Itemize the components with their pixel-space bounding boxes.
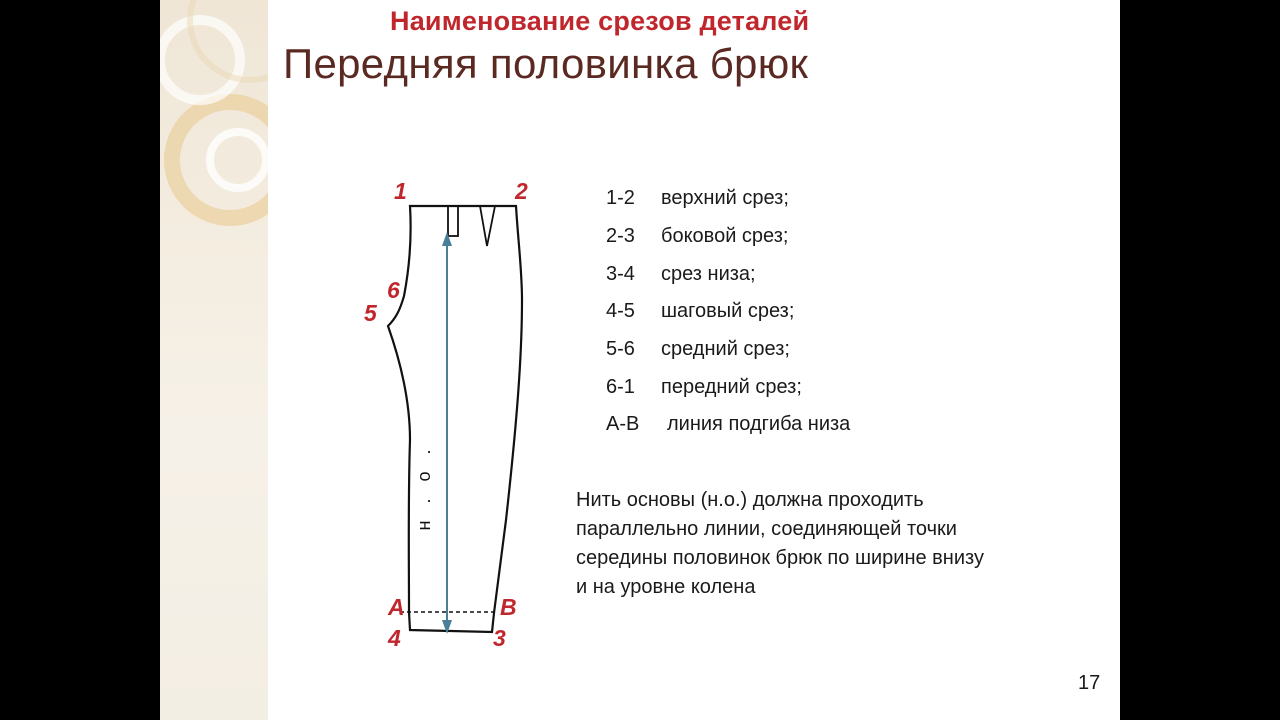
trouser-pattern-diagram: н . о . 1 2 6 5 A B 4 3 [364, 178, 528, 651]
slide-subtitle: Наименование срезов деталей [390, 6, 810, 36]
pattern-outline [386, 204, 524, 634]
legend-code: 5-6 [606, 338, 635, 360]
legend-item: 3-4 срез низа; [606, 263, 756, 286]
legend-code: 3-4 [606, 263, 635, 285]
point-3-label: 3 [493, 625, 506, 651]
legend-desc: передний срез; [661, 376, 802, 398]
point-2-label: 2 [514, 178, 528, 204]
legend-desc: срез низа; [661, 263, 756, 285]
point-4-label: 4 [387, 625, 401, 651]
grain-arrow-top [442, 232, 452, 246]
legend-code: 4-5 [606, 300, 635, 322]
legend-code: 1-2 [606, 187, 635, 209]
page-number: 17 [1078, 672, 1101, 694]
legend-item: 2-3 боковой срез; [606, 225, 788, 248]
legend-item: 5-6 средний срез; [606, 338, 790, 361]
legend-item: 6-1 передний срез; [606, 376, 802, 399]
legend-code: А-В [606, 413, 640, 435]
legend-desc: шаговый срез; [661, 300, 795, 322]
legend-code: 2-3 [606, 225, 635, 247]
legend-desc: верхний срез; [661, 187, 789, 209]
slide: Наименование срезов деталей Передняя пол… [160, 0, 1120, 720]
legend-desc: боковой срез; [661, 225, 789, 247]
legend-desc: средний срез; [661, 338, 790, 360]
legend-code: 6-1 [606, 376, 635, 398]
point-6-label: 6 [387, 277, 400, 303]
grain-arrow-bottom [442, 620, 452, 634]
legend-item: 4-5 шаговый срез; [606, 300, 794, 323]
decorative-band [160, 0, 313, 720]
waist-tab [447, 205, 459, 237]
legend-desc: линия подгиба низа [667, 413, 851, 435]
grain-note: Нить основы (н.о.) должна проходить пара… [576, 489, 984, 598]
point-5-label: 5 [364, 300, 378, 326]
legend-item: А-В линия подгиба низа [606, 413, 850, 436]
point-1-label: 1 [394, 178, 407, 204]
legend-item: 1-2 верхний срез; [606, 187, 789, 210]
slide-title: Передняя половинка брюк [283, 40, 809, 87]
point-a-label: A [387, 594, 405, 620]
point-b-label: B [500, 594, 517, 620]
grain-label: н . о . [414, 444, 434, 531]
dart [479, 205, 496, 247]
